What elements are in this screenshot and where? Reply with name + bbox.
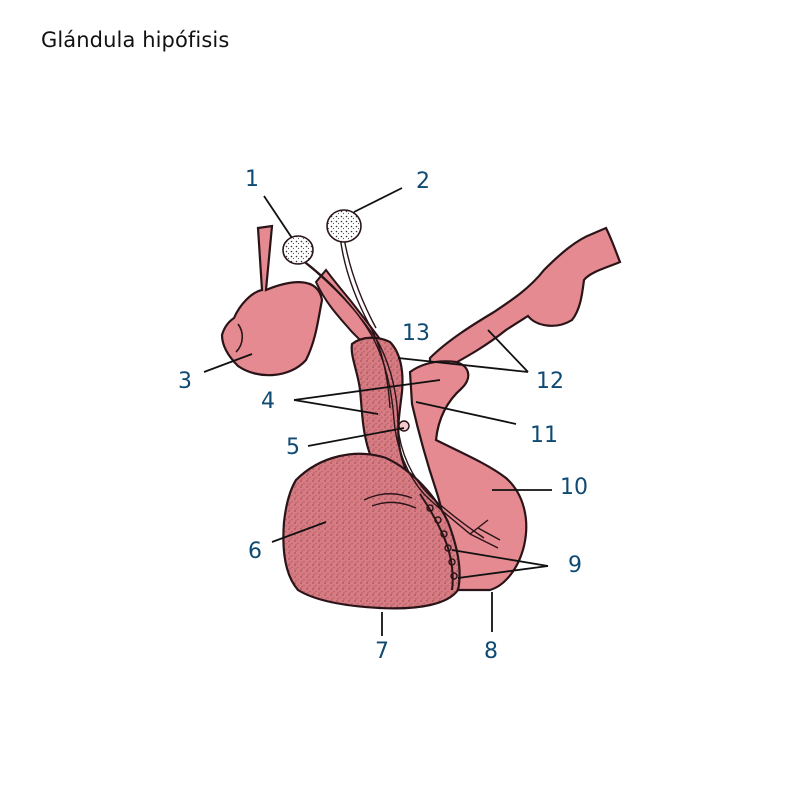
label-10: 10 xyxy=(560,475,588,500)
label-9: 9 xyxy=(568,553,582,578)
label-6: 6 xyxy=(248,539,262,564)
label-13: 13 xyxy=(402,321,430,346)
leader-lines xyxy=(203,187,552,636)
anterior-lobe xyxy=(282,452,461,610)
label-12: 12 xyxy=(536,369,564,394)
label-8: 8 xyxy=(484,639,498,664)
label-11: 11 xyxy=(530,423,558,448)
optic-tract-right xyxy=(428,226,622,372)
optic-chiasm-fold xyxy=(235,323,244,353)
posterior-lobe xyxy=(408,360,528,592)
hypothalamic-tract xyxy=(299,235,501,549)
label-2: 2 xyxy=(416,169,430,194)
label-4: 4 xyxy=(261,389,275,414)
label-5: 5 xyxy=(286,435,300,460)
neuron-body-2 xyxy=(326,209,362,243)
diagram-title: Glándula hipófisis xyxy=(41,28,230,52)
label-1: 1 xyxy=(245,167,259,192)
neuron-body-1 xyxy=(282,235,314,265)
intermedia-beads xyxy=(426,504,458,580)
label-7: 7 xyxy=(375,639,389,664)
label-3: 3 xyxy=(178,369,192,394)
optic-chiasm-left xyxy=(220,224,324,377)
pars-intermedia xyxy=(419,493,454,591)
